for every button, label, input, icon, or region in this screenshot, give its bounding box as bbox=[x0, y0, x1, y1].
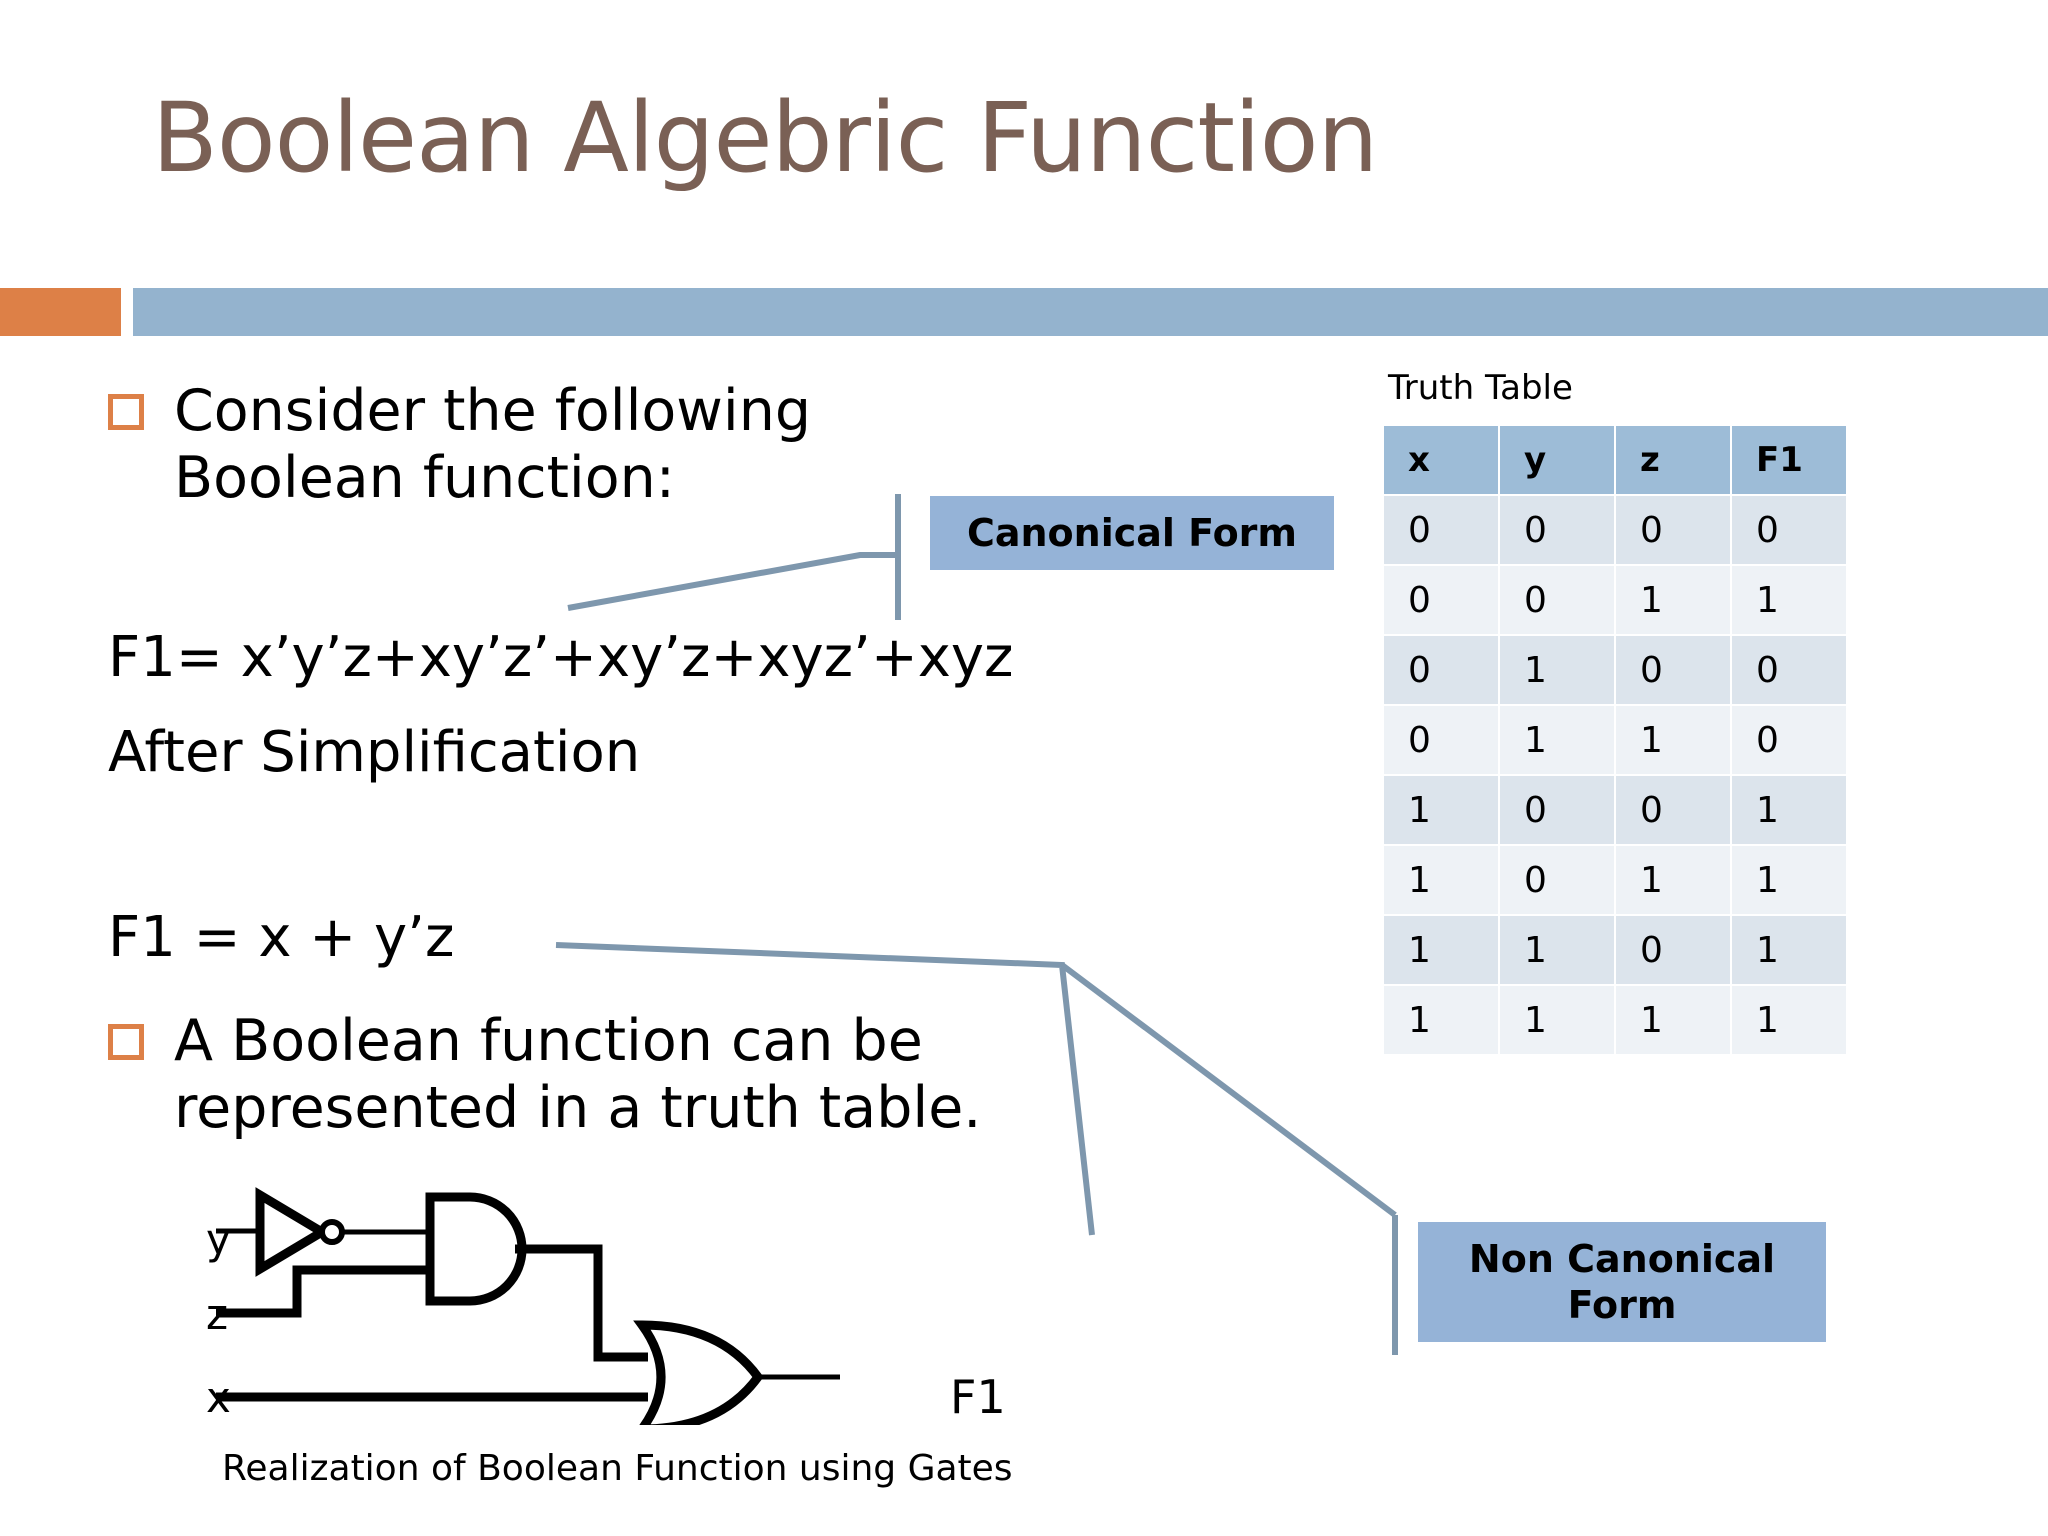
table-cell: 1 bbox=[1732, 916, 1846, 984]
bullet-item-label: Consider the following Boolean function: bbox=[174, 378, 812, 512]
table-cell: 1 bbox=[1500, 636, 1614, 704]
formula-simplified: F1 = x + y’z bbox=[108, 905, 455, 970]
bullet-item-truth-table: A Boolean function can be represented in… bbox=[108, 1008, 988, 1143]
bullet-item-consider: Consider the following Boolean function: bbox=[108, 378, 988, 513]
table-cell: 0 bbox=[1732, 636, 1846, 704]
formula-canonical: F1= x’y’z+xy’z’+xy’z+xyz’+xyz bbox=[108, 625, 1014, 690]
circuit-input-y: y bbox=[206, 1215, 231, 1264]
column-header-x: x bbox=[1384, 426, 1498, 494]
bullet-item-label: A Boolean function can be represented in… bbox=[174, 1008, 982, 1142]
bullet-square-icon bbox=[108, 394, 144, 430]
table-cell: 1 bbox=[1732, 776, 1846, 844]
table-cell: 0 bbox=[1384, 566, 1498, 634]
accent-bar-orange bbox=[0, 288, 121, 336]
table-cell: 0 bbox=[1384, 636, 1498, 704]
circuit-input-z: z bbox=[206, 1290, 229, 1339]
circuit-output-f1: F1 bbox=[950, 1370, 1006, 1424]
table-cell: 1 bbox=[1384, 776, 1498, 844]
table-cell: 1 bbox=[1500, 916, 1614, 984]
table-cell: 1 bbox=[1616, 846, 1730, 914]
callout-canonical-form: Canonical Form bbox=[930, 496, 1334, 570]
table-cell: 0 bbox=[1616, 916, 1730, 984]
callout-non-canonical-form: Non Canonical Form bbox=[1418, 1222, 1826, 1342]
table-cell: 1 bbox=[1732, 566, 1846, 634]
table-cell: 1 bbox=[1616, 566, 1730, 634]
table-cell: 1 bbox=[1732, 846, 1846, 914]
circuit-caption: Realization of Boolean Function using Ga… bbox=[222, 1448, 1013, 1489]
logic-circuit-diagram bbox=[216, 1187, 840, 1425]
bullet-square-icon bbox=[108, 1024, 144, 1060]
column-header-z: z bbox=[1616, 426, 1730, 494]
table-cell: 1 bbox=[1500, 706, 1614, 774]
table-cell: 0 bbox=[1732, 496, 1846, 564]
table-cell: 1 bbox=[1384, 916, 1498, 984]
table-cell: 0 bbox=[1500, 566, 1614, 634]
table-cell: 0 bbox=[1616, 636, 1730, 704]
table-header-row: x y z F1 bbox=[1384, 426, 1846, 494]
circuit-input-x: x bbox=[206, 1373, 231, 1422]
table-cell: 0 bbox=[1500, 846, 1614, 914]
table-cell: 0 bbox=[1384, 706, 1498, 774]
page-title: Boolean Algebric Function bbox=[152, 82, 1378, 194]
column-header-y: y bbox=[1500, 426, 1614, 494]
table-cell: 1 bbox=[1616, 706, 1730, 774]
table-cell: 0 bbox=[1616, 496, 1730, 564]
after-simplification-label: After Simplification bbox=[108, 720, 641, 785]
accent-bar-blue bbox=[133, 288, 2048, 336]
table-cell: 1 bbox=[1732, 986, 1846, 1054]
table-cell: 0 bbox=[1384, 496, 1498, 564]
table-cell: 0 bbox=[1732, 706, 1846, 774]
table-cell: 1 bbox=[1384, 846, 1498, 914]
table-cell: 0 bbox=[1500, 496, 1614, 564]
table-cell: 0 bbox=[1500, 776, 1614, 844]
truth-table-label: Truth Table bbox=[1388, 368, 1573, 408]
table-cell: 0 bbox=[1616, 776, 1730, 844]
table-cell: 1 bbox=[1384, 986, 1498, 1054]
table-cell: 1 bbox=[1616, 986, 1730, 1054]
column-header-f1: F1 bbox=[1732, 426, 1846, 494]
table-cell: 1 bbox=[1500, 986, 1614, 1054]
